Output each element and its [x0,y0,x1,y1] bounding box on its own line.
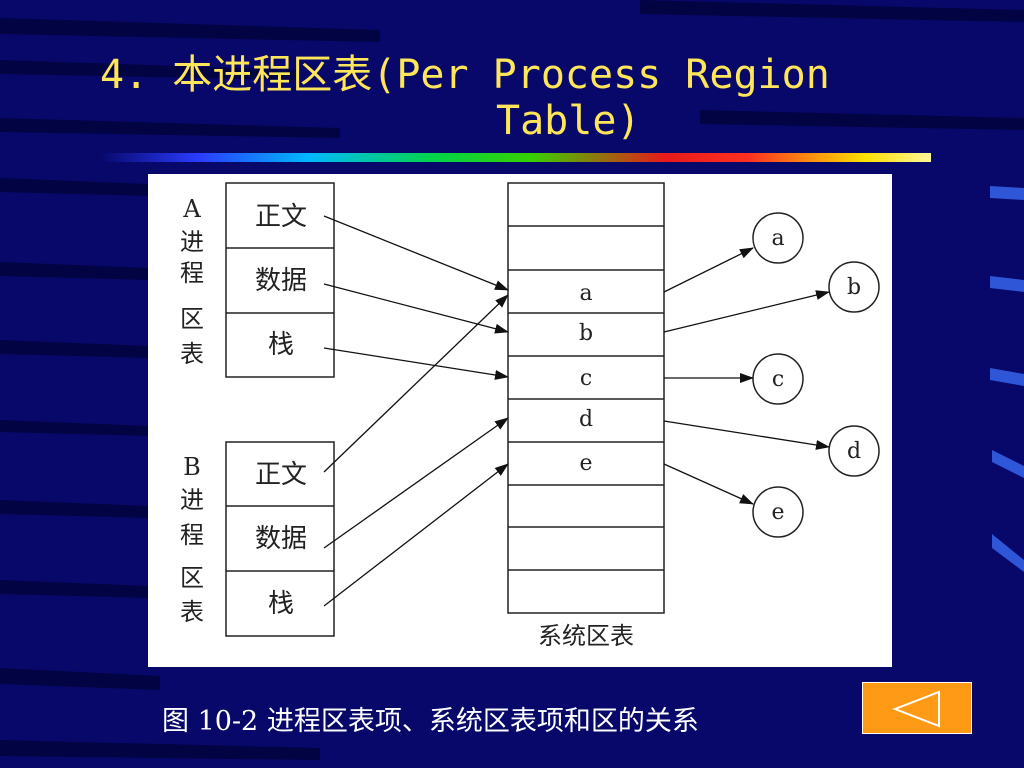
process-b-table [225,441,335,637]
region-d-circle [828,425,880,477]
process-b-label-0: B [183,453,201,481]
system-region-table [507,182,665,614]
arrow-b-data-to-d [323,417,509,549]
process-a-label-4: 表 [180,340,204,368]
region-e-circle [752,486,804,538]
region-a-label: a [771,226,784,251]
arrow-a-text-to-a [323,215,509,291]
arrow-e-to-region-e [663,463,754,505]
system-row-a: a [579,281,592,306]
region-diagram: A 进 程 区 表 正文 数据 栈 B 进 程 区 表 正文 数据 栈 [148,174,892,667]
process-b-row-data: 数据 [255,524,307,554]
rainbow-divider [100,153,931,162]
process-a-row-stack: 栈 [268,330,294,360]
system-row-d: d [579,407,593,432]
arrow-d-to-region-d [663,420,830,450]
figure-caption: 图 10-2 进程区表项、系统区表项和区的关系 [162,706,699,737]
back-button[interactable] [862,682,972,734]
system-row-c: c [580,366,592,391]
process-a-label: A 进 程 区 表 [180,195,204,368]
region-b-circle [828,261,880,313]
arrow-b-stack-to-e [323,463,509,607]
system-row-e: e [579,451,592,476]
region-c-label: c [772,367,784,392]
arrow-a-data-to-b [323,283,509,334]
process-b-label-4: 表 [180,598,204,626]
process-b-label-3: 区 [180,564,204,592]
process-b-label-1: 进 [180,486,204,514]
region-a-circle [752,212,804,264]
process-a-table [225,182,335,378]
region-e-label: e [771,500,784,525]
region-diagram-svg: A 进 程 区 表 正文 数据 栈 B 进 程 区 表 正文 数据 栈 [180,182,880,650]
arrow-a-to-region-a [663,247,754,293]
slide-title-line1: 4. 本进程区表(Per Process Region [100,52,830,98]
slide-title: 4. 本进程区表(Per Process Region Table) [100,52,940,144]
process-b-row-text: 正文 [255,460,307,490]
system-table-label: 系统区表 [538,622,634,650]
process-b-row-stack: 栈 [268,589,294,619]
process-b-label: B 进 程 区 表 [180,453,204,626]
arrow-a-stack-to-c [323,347,509,380]
region-circles [752,212,880,538]
process-a-label-3: 区 [180,305,204,333]
process-a-label-1: 进 [180,228,204,256]
process-a-label-2: 程 [180,259,204,287]
mapping-arrows [323,215,830,607]
process-a-row-data: 数据 [255,266,307,296]
region-d-label: d [847,439,861,464]
region-b-label: b [847,275,861,300]
process-a-label-0: A [182,195,201,223]
system-row-b: b [579,321,593,346]
process-b-label-2: 程 [180,521,204,549]
triangle-left-icon [892,690,940,728]
arrow-b-text-to-a [323,294,509,473]
slide-title-line2: Table) [496,98,641,144]
process-a-row-text: 正文 [255,202,307,232]
arrow-b-to-region-b [663,290,830,333]
